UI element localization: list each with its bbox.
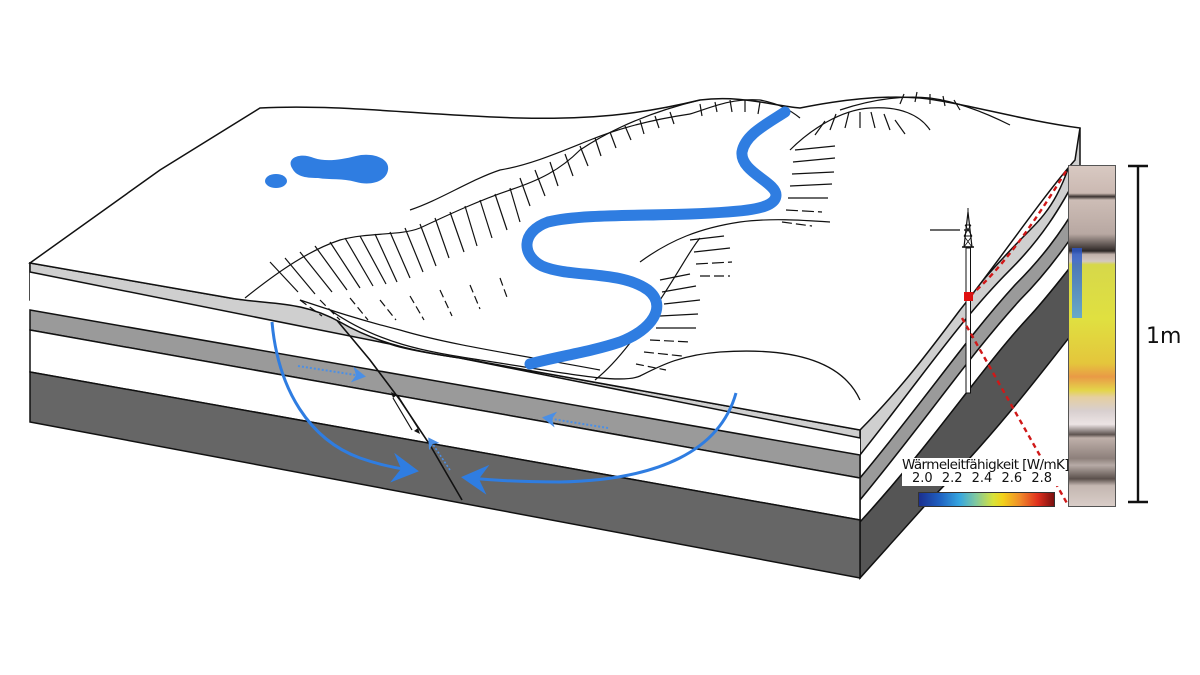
top-surface [28,96,1081,431]
legend-colorbar [918,492,1055,507]
drilling-rig-icon [962,208,974,394]
legend-tick: 2.6 [1001,471,1023,486]
legend-tick: 2.4 [971,471,993,486]
scale-label: 1m [1146,324,1182,349]
front-face [29,262,861,579]
fault [329,311,463,501]
scale-bar [1128,164,1148,504]
zoom-line-top [969,167,1070,297]
borehole [965,247,971,394]
sample-marker [964,292,973,301]
groundwater-flow [270,321,738,495]
water [265,106,791,370]
legend-title: Wärmeleitfähigkeit [W/mK] [902,457,1070,473]
hill-hachures [244,91,1011,381]
lake [290,154,389,184]
flow-dotted-1 [297,365,366,383]
color-legend: Wärmeleitfähigkeit [W/mK] 2.0 2.2 2.4 2.… [902,457,1070,507]
legend-tick: 2.2 [941,471,963,486]
drill-core-photo [1068,165,1116,507]
legend-tick: 2.0 [912,471,933,486]
flow-arrow-right [461,392,738,495]
legend-tick: 2.8 [1031,471,1052,486]
flow-dotted-2 [542,411,609,429]
low-conductivity-zone [1072,248,1082,318]
flow-arrow-left [270,321,419,483]
lake-small [265,174,287,188]
legend-ticks: 2.0 2.2 2.4 2.6 2.8 [902,472,1060,486]
river [521,106,791,370]
